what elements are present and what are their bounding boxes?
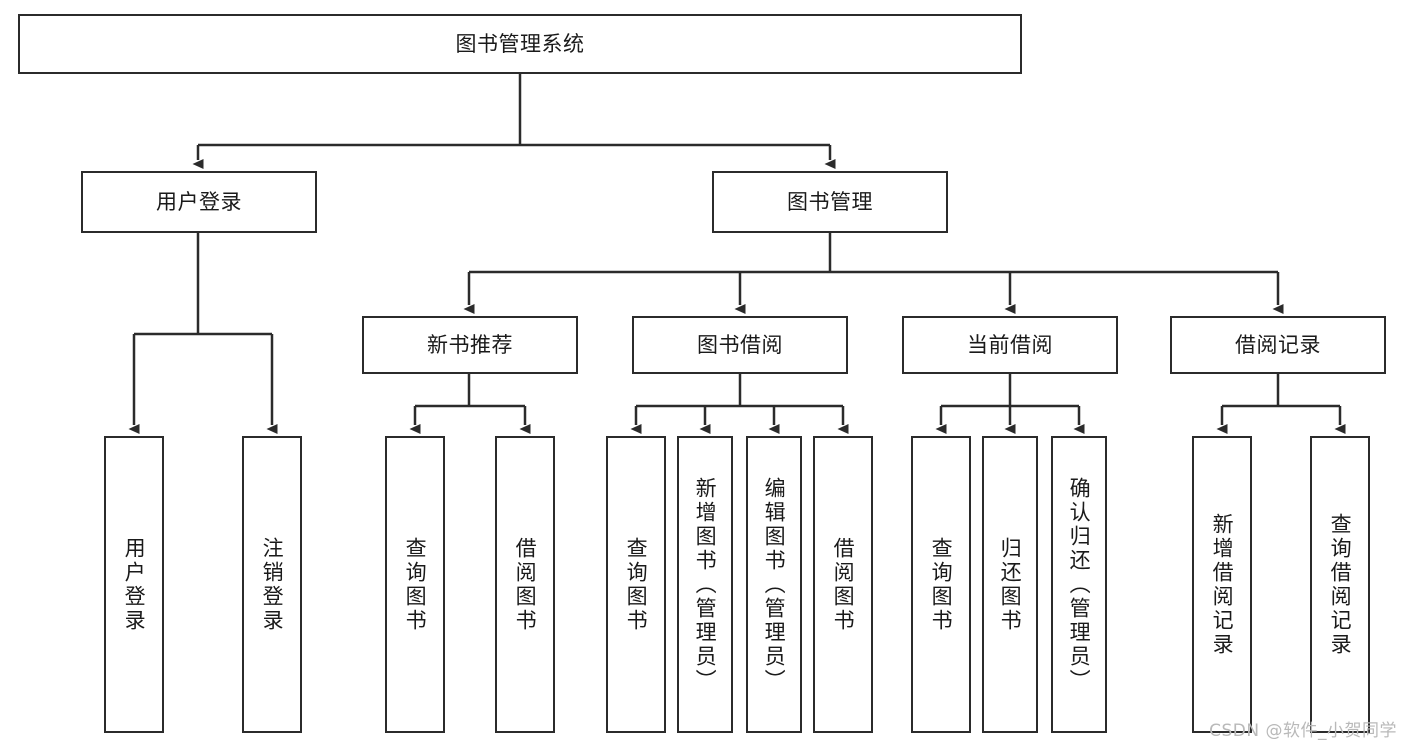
node-leaf-current-return-book[interactable]: 归还图书 <box>982 436 1038 733</box>
node-leaf-borrow-query-book[interactable]: 查询图书 <box>606 436 666 733</box>
node-leaf-borrow-edit-book[interactable]: 编辑图书（管理员） <box>746 436 802 733</box>
node-leaf-user-login[interactable]: 用户登录 <box>104 436 164 733</box>
node-book-management[interactable]: 图书管理 <box>712 171 948 233</box>
node-leaf-records-add[interactable]: 新增借阅记录 <box>1192 436 1252 733</box>
node-current-borrow[interactable]: 当前借阅 <box>902 316 1118 374</box>
node-leaf-current-return-book-label: 归还图书 <box>998 536 1023 633</box>
node-root[interactable]: 图书管理系统 <box>18 14 1022 74</box>
node-leaf-records-add-label: 新增借阅记录 <box>1210 512 1235 657</box>
node-leaf-borrow-add-book-label: 新增图书（管理员） <box>693 476 718 693</box>
node-leaf-user-logout[interactable]: 注销登录 <box>242 436 302 733</box>
node-leaf-borrow-add-book[interactable]: 新增图书（管理员） <box>677 436 733 733</box>
node-borrow-records[interactable]: 借阅记录 <box>1170 316 1386 374</box>
node-new-book-recommend[interactable]: 新书推荐 <box>362 316 578 374</box>
node-user-login[interactable]: 用户登录 <box>81 171 317 233</box>
watermark-text: CSDN @软件_小贺同学 <box>1209 721 1397 741</box>
node-leaf-current-query-book-label: 查询图书 <box>929 536 954 633</box>
node-leaf-recommend-query-book[interactable]: 查询图书 <box>385 436 445 733</box>
node-leaf-recommend-borrow-book[interactable]: 借阅图书 <box>495 436 555 733</box>
node-book-management-label: 图书管理 <box>787 189 873 214</box>
node-leaf-current-query-book[interactable]: 查询图书 <box>911 436 971 733</box>
node-leaf-user-login-label: 用户登录 <box>122 536 147 633</box>
node-borrow-records-label: 借阅记录 <box>1235 332 1321 357</box>
node-user-login-label: 用户登录 <box>156 189 242 214</box>
node-leaf-borrow-borrow-book-label: 借阅图书 <box>831 536 856 633</box>
node-leaf-records-query-label: 查询借阅记录 <box>1328 512 1353 657</box>
node-root-label: 图书管理系统 <box>455 31 585 56</box>
node-leaf-recommend-borrow-book-label: 借阅图书 <box>513 536 538 633</box>
node-current-borrow-label: 当前借阅 <box>967 332 1053 357</box>
node-book-borrow[interactable]: 图书借阅 <box>632 316 848 374</box>
node-leaf-current-confirm-return[interactable]: 确认归还（管理员） <box>1051 436 1107 733</box>
node-book-borrow-label: 图书借阅 <box>697 332 783 357</box>
node-leaf-borrow-borrow-book[interactable]: 借阅图书 <box>813 436 873 733</box>
node-leaf-records-query[interactable]: 查询借阅记录 <box>1310 436 1370 733</box>
node-leaf-borrow-query-book-label: 查询图书 <box>624 536 649 633</box>
node-leaf-borrow-edit-book-label: 编辑图书（管理员） <box>762 476 787 693</box>
node-leaf-user-logout-label: 注销登录 <box>260 536 285 633</box>
node-leaf-recommend-query-book-label: 查询图书 <box>403 536 428 633</box>
node-new-book-recommend-label: 新书推荐 <box>427 332 513 357</box>
node-leaf-current-confirm-return-label: 确认归还（管理员） <box>1067 476 1092 693</box>
